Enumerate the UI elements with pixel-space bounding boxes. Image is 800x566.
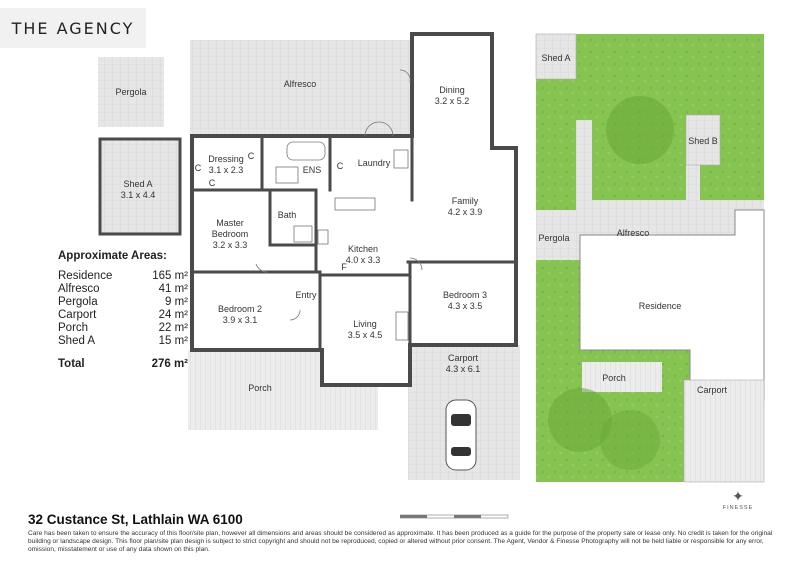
site-label-shed-b: Shed B [688, 136, 718, 146]
label-dressing-dim: 3.1 x 2.3 [209, 165, 244, 175]
label-cupboard-1: C [195, 163, 202, 173]
pergola-area [98, 57, 164, 127]
area-name: Residence [58, 270, 113, 282]
site-label-carport: Carport [697, 385, 728, 395]
area-name: Carport [58, 309, 97, 321]
label-shed-a-dim: 3.1 x 4.4 [121, 190, 156, 200]
areas-row: Shed A 15 m² [58, 335, 188, 348]
total-label: Total [58, 358, 85, 370]
area-value: 15 m² [158, 335, 188, 347]
area-value: 41 m² [158, 283, 188, 295]
label-carport: Carport [448, 353, 479, 363]
agency-logo: THE AGENCY [0, 8, 146, 48]
label-master-dim: 3.2 x 3.3 [213, 240, 248, 250]
label-pergola: Pergola [115, 87, 146, 97]
scale-bar [399, 509, 510, 519]
area-name: Porch [58, 322, 89, 334]
label-bedroom-3-dim: 4.3 x 3.5 [448, 301, 483, 311]
areas-table: Approximate Areas: Residence 165 m² Alfre… [58, 250, 188, 371]
areas-row: Carport 24 m² [58, 309, 188, 322]
shed-a-building [98, 137, 182, 236]
label-entry: Entry [295, 290, 317, 300]
finesse-logo: ✦ FINESSE [718, 488, 758, 511]
site-label-pergola: Pergola [538, 233, 569, 243]
label-dining-dim: 3.2 x 5.2 [435, 96, 470, 106]
area-value: 165 m² [152, 270, 188, 282]
label-dressing: Dressing [208, 154, 244, 164]
areas-row: Pergola 9 m² [58, 296, 188, 309]
house-walls [190, 32, 518, 387]
area-value: 24 m² [158, 309, 188, 321]
areas-row: Residence 165 m² [58, 270, 188, 283]
label-dining: Dining [439, 85, 465, 95]
label-living-dim: 3.5 x 4.5 [348, 330, 383, 340]
areas-row: Alfresco 41 m² [58, 283, 188, 296]
areas-row: Porch 22 m² [58, 322, 188, 335]
label-alfresco: Alfresco [284, 79, 317, 89]
label-shed-a: Shed A [123, 179, 152, 189]
label-laundry: Laundry [358, 158, 391, 168]
site-label-shed-a: Shed A [541, 53, 570, 63]
label-bedroom-2-dim: 3.9 x 3.1 [223, 315, 258, 325]
label-family: Family [452, 196, 479, 206]
label-kitchen-dim: 4.0 x 3.3 [346, 255, 381, 265]
label-carport-dim: 4.3 x 6.1 [446, 364, 481, 374]
label-bedroom-2: Bedroom 2 [218, 304, 262, 314]
label-bath: Bath [278, 210, 297, 220]
alfresco-area [190, 40, 412, 136]
label-ens: ENS [303, 165, 322, 175]
property-address: 32 Custance St, Lathlain WA 6100 [28, 512, 243, 527]
site-label-residence: Residence [639, 301, 682, 311]
area-value: 9 m² [165, 296, 188, 308]
fixtures [275, 141, 409, 341]
label-master-bedroom: Bedroom [212, 229, 249, 239]
label-kitchen: Kitchen [348, 244, 378, 254]
label-fridge: F [341, 262, 347, 272]
site-plan [535, 33, 765, 483]
total-value: 276 m² [151, 358, 188, 370]
label-living: Living [353, 319, 377, 329]
finesse-wordmark: FINESSE [722, 505, 754, 511]
door-swings [255, 69, 423, 321]
site-label-alfresco: Alfresco [617, 228, 650, 238]
feather-icon: ✦ [732, 488, 744, 504]
disclaimer-text: Care has been taken to ensure the accura… [28, 530, 773, 554]
label-cupboard-2: C [209, 178, 216, 188]
area-name: Shed A [58, 335, 96, 347]
label-porch: Porch [248, 383, 272, 393]
label-bedroom-3: Bedroom 3 [443, 290, 487, 300]
label-family-dim: 4.2 x 3.9 [448, 207, 483, 217]
label-master: Master [216, 218, 244, 228]
car-icon [445, 399, 477, 471]
areas-total-row: Total 276 m² [58, 358, 188, 371]
area-value: 22 m² [158, 322, 188, 334]
label-cupboard-4: C [337, 161, 344, 171]
area-name: Pergola [58, 296, 98, 308]
areas-heading: Approximate Areas: [58, 250, 167, 262]
site-label-porch: Porch [602, 373, 626, 383]
logo-text: THE AGENCY [11, 18, 135, 38]
label-cupboard-3: C [248, 151, 255, 161]
area-name: Alfresco [58, 283, 100, 295]
